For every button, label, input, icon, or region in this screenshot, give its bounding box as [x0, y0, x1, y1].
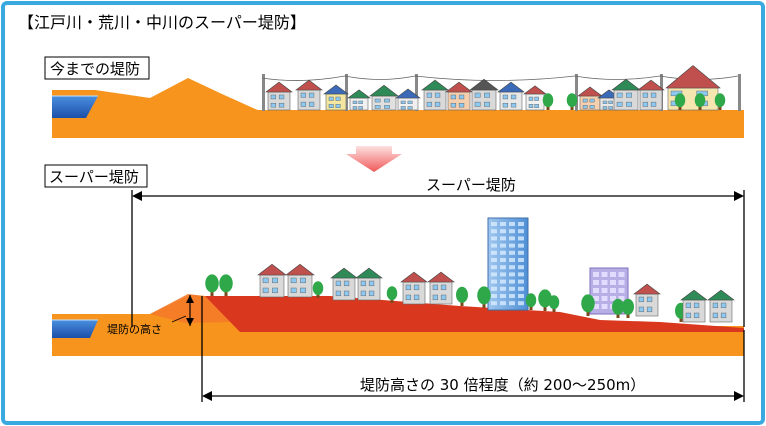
- super-town-trees: [205, 274, 687, 322]
- utility-pole: [738, 74, 741, 111]
- house: [265, 81, 293, 111]
- house: [395, 88, 421, 111]
- current-levee-cross-section: [52, 78, 744, 138]
- tree: [612, 298, 624, 318]
- house: [497, 81, 525, 111]
- house: [427, 271, 455, 305]
- mid-rise-building: [589, 267, 629, 315]
- house: [633, 283, 661, 317]
- current-levee-label-box: [44, 56, 150, 80]
- utility-pole: [575, 74, 578, 111]
- tree: [581, 294, 595, 316]
- tree: [694, 93, 706, 110]
- tree: [477, 286, 491, 308]
- utility-pole: [345, 74, 348, 111]
- tree: [538, 289, 552, 311]
- transition-arrow-icon: [346, 146, 402, 172]
- house: [295, 79, 323, 111]
- house: [421, 79, 449, 111]
- tree: [456, 286, 468, 306]
- super-levee-cross-section: [52, 294, 744, 356]
- house: [469, 78, 499, 111]
- tree: [714, 93, 726, 110]
- house: [400, 271, 428, 305]
- house: [707, 289, 735, 323]
- tree: [525, 293, 537, 310]
- tree: [548, 295, 560, 312]
- levee-width-label: 堤防高さの 30 倍程度（約 200～250m）: [360, 376, 645, 394]
- house: [577, 86, 603, 111]
- current-river-water: [52, 96, 98, 118]
- super-levee-top: [205, 296, 744, 332]
- high-rise-building: [487, 217, 529, 311]
- house: [611, 78, 641, 111]
- utility-pole: [262, 74, 265, 111]
- super-levee-label-box: [44, 164, 148, 188]
- super-town-houses: [257, 263, 735, 323]
- utility-pole: [415, 74, 418, 111]
- super-levee-span-label: スーパー堤防: [426, 176, 516, 194]
- tree: [205, 274, 219, 296]
- house: [347, 89, 371, 111]
- tree: [674, 93, 686, 110]
- tree: [219, 274, 233, 296]
- house: [330, 267, 358, 301]
- house: [257, 263, 287, 298]
- tree: [622, 298, 634, 318]
- tree: [566, 93, 578, 110]
- house: [680, 289, 708, 323]
- current-ground: [52, 110, 744, 138]
- house: [523, 85, 547, 111]
- house: [355, 267, 383, 301]
- current-levee-mound: [52, 78, 262, 112]
- house: [665, 65, 721, 111]
- levee-height-marker: [171, 295, 194, 326]
- super-levee-span-dimension: [131, 174, 745, 327]
- levee-width-dimension: [201, 296, 745, 402]
- house: [369, 84, 399, 111]
- current-town-houses: [265, 65, 726, 111]
- levee-height-label: 堤防の高さ: [107, 322, 162, 336]
- tree: [386, 286, 398, 303]
- tree: [312, 281, 324, 298]
- house: [323, 84, 349, 111]
- house: [285, 263, 315, 298]
- diagram-title: 【江戸川・荒川・中川のスーパー堤防】: [18, 13, 306, 32]
- super-river-water: [52, 320, 98, 338]
- house: [445, 81, 473, 111]
- tree: [542, 93, 554, 110]
- current-levee-label: 今までの堤防: [50, 60, 140, 78]
- house: [637, 79, 665, 111]
- super-levee-label: スーパー堤防: [49, 168, 139, 186]
